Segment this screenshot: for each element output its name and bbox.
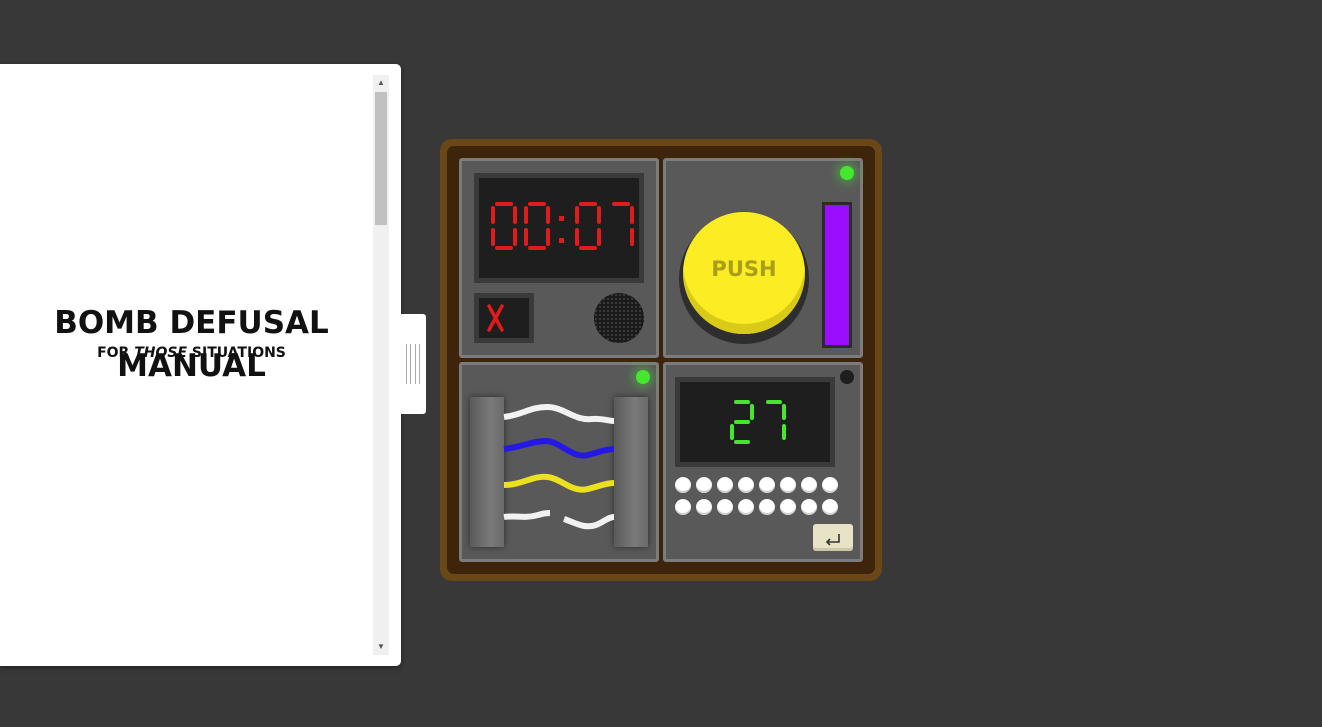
enter-icon — [825, 534, 840, 546]
keypad-key[interactable] — [822, 499, 838, 515]
keypad-key[interactable] — [696, 499, 712, 515]
enter-button[interactable] — [813, 524, 853, 551]
keypad-key[interactable] — [759, 477, 775, 493]
wire-post-left — [470, 397, 504, 547]
strike-x — [487, 304, 504, 332]
keypad-key[interactable] — [738, 477, 754, 493]
keypad-module-status-led — [840, 370, 854, 384]
wire-white-2-cut-left[interactable] — [503, 510, 551, 520]
scroll-thumb[interactable] — [375, 92, 387, 225]
keypad-key[interactable] — [780, 499, 796, 515]
manual-title: BOMB DEFUSAL MANUAL — [0, 302, 383, 388]
speaker-grille — [594, 293, 644, 343]
keypad-display — [675, 377, 835, 467]
keypad-key[interactable] — [759, 499, 775, 515]
grip-icon — [406, 344, 420, 384]
subtitle-prefix: FOR — [97, 345, 135, 361]
timer-colon — [559, 216, 564, 221]
keypad-key[interactable] — [801, 477, 817, 493]
wires-group — [503, 403, 614, 530]
keypad-key[interactable] — [717, 477, 733, 493]
strike-indicator — [474, 293, 534, 343]
timer-colon — [559, 238, 564, 243]
manual-panel[interactable]: BOMB DEFUSAL MANUAL FOR THOSE SITUATIONS… — [0, 64, 401, 666]
wires-module-status-led — [636, 370, 650, 384]
scroll-down-icon[interactable]: ▼ — [377, 642, 385, 651]
wire-post-right — [614, 397, 648, 547]
push-button-label: PUSH — [711, 257, 777, 281]
scroll-up-icon[interactable]: ▲ — [377, 78, 385, 87]
subtitle-suffix: SITUATIONS — [187, 345, 286, 361]
timer-digits — [491, 202, 634, 250]
timer-digit — [491, 202, 517, 250]
keypad-digit — [730, 400, 754, 444]
manual-drag-handle[interactable] — [401, 314, 426, 414]
button-module-status-led — [840, 166, 854, 180]
wire-yellow[interactable] — [503, 473, 614, 493]
timer-digit — [612, 202, 634, 246]
wire-white-2-cut-right[interactable] — [563, 514, 614, 530]
subtitle-emphasis: THOSE — [134, 345, 188, 361]
keypad-key[interactable] — [822, 477, 838, 493]
push-button[interactable]: PUSH — [683, 212, 805, 334]
keypad-key[interactable] — [675, 499, 691, 515]
manual-subtitle: FOR THOSE SITUATIONS — [0, 345, 383, 361]
keypad-digit — [766, 400, 786, 440]
indicator-strip — [822, 202, 852, 348]
timer-display — [474, 173, 644, 283]
keypad-key[interactable] — [696, 477, 712, 493]
keypad-key[interactable] — [675, 477, 691, 493]
wire-white-1[interactable] — [503, 403, 614, 424]
manual-title-line1: BOMB DEFUSAL — [54, 305, 329, 341]
keypad-key[interactable] — [780, 477, 796, 493]
keypad-key[interactable] — [717, 499, 733, 515]
manual-scrollbar[interactable]: ▲ ▼ — [373, 75, 389, 655]
strike-mark — [487, 304, 504, 332]
timer-digit — [575, 202, 601, 250]
manual-title-line2: MANUAL — [117, 348, 266, 384]
keypad-digits — [730, 400, 786, 444]
keypad-key[interactable] — [738, 499, 754, 515]
keypad-key[interactable] — [801, 499, 817, 515]
wire-blue[interactable] — [503, 437, 614, 459]
timer-digit — [524, 202, 550, 250]
